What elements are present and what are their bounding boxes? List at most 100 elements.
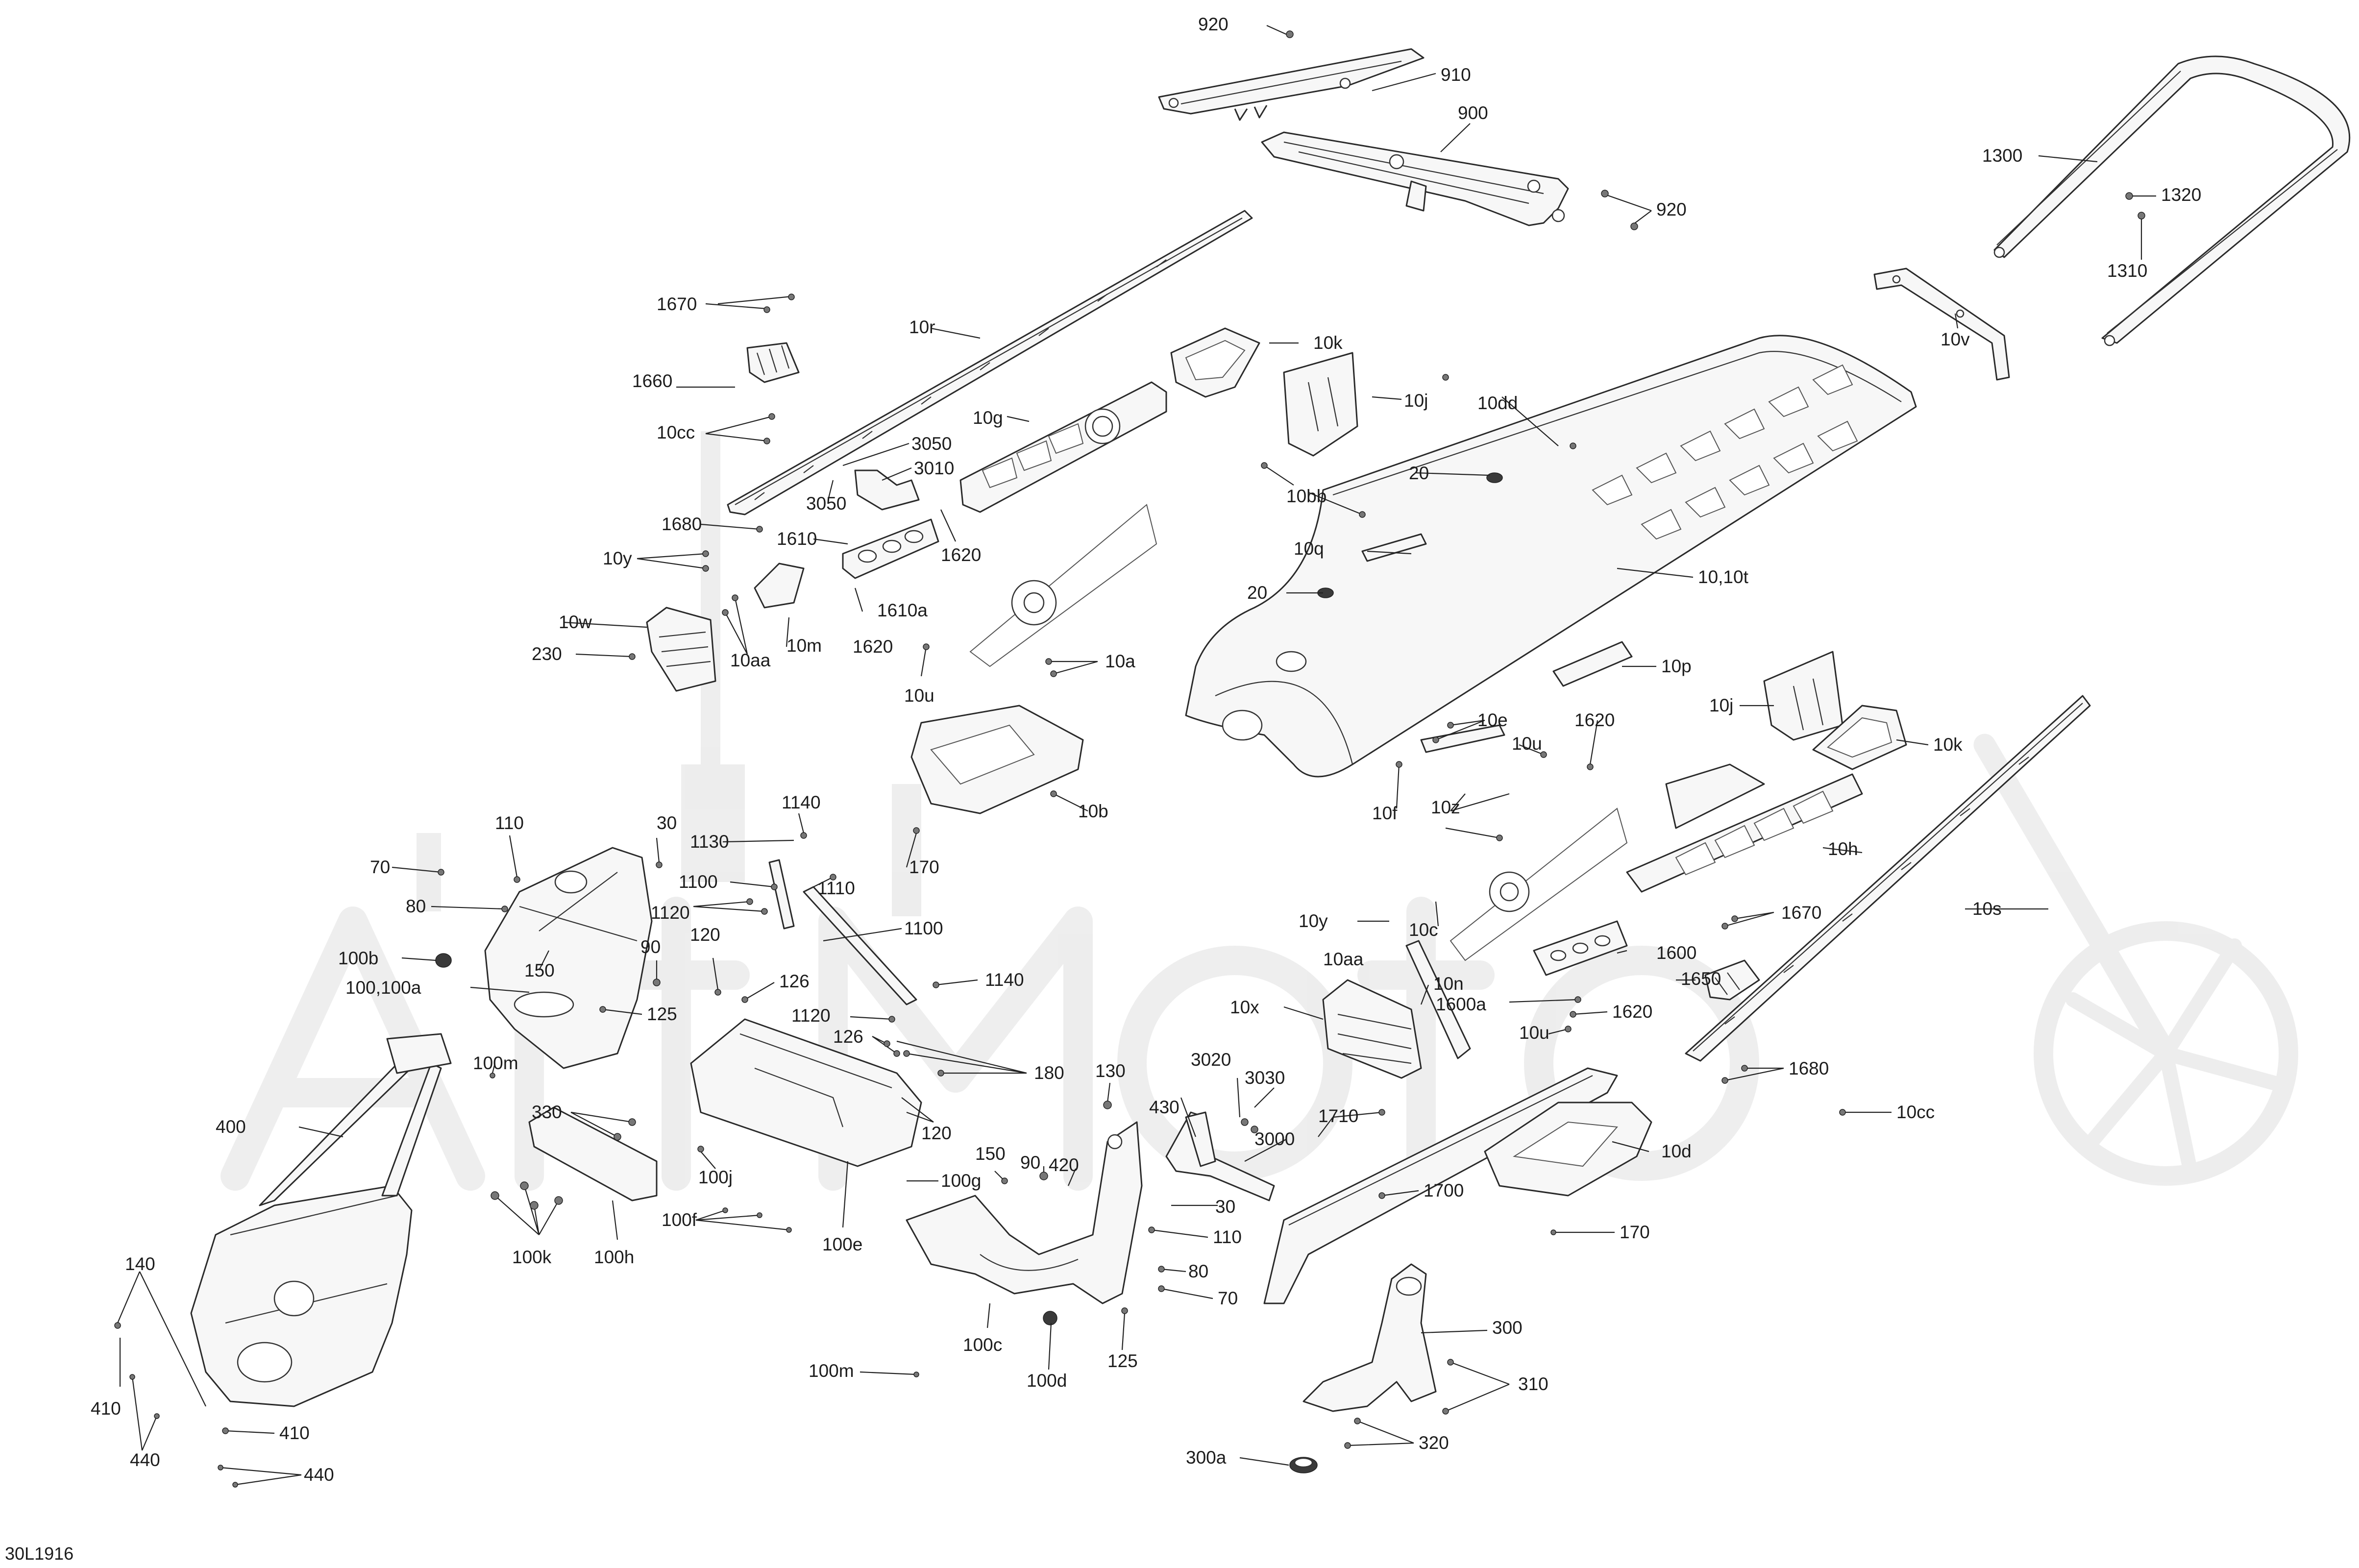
label-20: 20 xyxy=(1247,583,1267,603)
diagram-id: 30L1916 xyxy=(5,1544,74,1564)
label-1600a: 1600a xyxy=(1436,994,1486,1014)
label-1110: 1110 xyxy=(817,878,855,898)
label-100e: 100e xyxy=(822,1234,862,1254)
label-125: 125 xyxy=(647,1004,677,1024)
part-1100-rod xyxy=(768,859,917,1005)
part-300-support xyxy=(1302,1263,1437,1412)
part-1650-bracket xyxy=(1704,959,1760,1001)
label-3020: 3020 xyxy=(1191,1050,1231,1070)
label-1310: 1310 xyxy=(2107,261,2147,281)
part-1610-plate xyxy=(842,518,939,579)
label-430: 430 xyxy=(1149,1097,1180,1117)
part-10e-bracket xyxy=(1420,724,1505,753)
label-440: 440 xyxy=(304,1465,334,1485)
label-100d: 100d xyxy=(1027,1371,1067,1391)
part-10-tunnel xyxy=(1185,335,1917,778)
part-10a-plate xyxy=(969,504,1157,667)
label-70: 70 xyxy=(1218,1288,1238,1308)
label-110: 110 xyxy=(1213,1227,1242,1247)
label-1620: 1620 xyxy=(1612,1002,1652,1022)
label-10j: 10j xyxy=(1709,695,1733,715)
part-100e-panel xyxy=(690,1018,922,1167)
label-126: 126 xyxy=(779,971,810,991)
fastener-grommets xyxy=(435,472,1503,1325)
label-10v: 10v xyxy=(1941,329,1970,349)
label-1680: 1680 xyxy=(1789,1058,1829,1078)
label-300: 300 xyxy=(1492,1318,1523,1338)
label-10s: 10s xyxy=(1972,899,2002,919)
label-1670: 1670 xyxy=(1781,903,1821,923)
label-90: 90 xyxy=(640,937,661,957)
label-10p: 10p xyxy=(1661,656,1692,676)
label-100h: 100h xyxy=(594,1247,634,1267)
part-10w-grille xyxy=(646,607,716,692)
label-1120: 1120 xyxy=(651,903,690,923)
part-10v-bracket xyxy=(1873,268,2010,381)
label-230: 230 xyxy=(532,644,562,664)
part-10g-panel xyxy=(959,381,1167,513)
label-170: 170 xyxy=(909,857,939,877)
label-440: 440 xyxy=(130,1450,160,1470)
label-400: 400 xyxy=(216,1117,246,1137)
label-1610: 1610 xyxy=(777,529,817,549)
label-10aa: 10aa xyxy=(1323,949,1364,969)
label-1600: 1600 xyxy=(1656,943,1696,963)
label-1130: 1130 xyxy=(690,832,729,852)
part-10m-bracket xyxy=(754,563,805,609)
label-10dd: 10dd xyxy=(1477,393,1518,413)
label-30: 30 xyxy=(657,813,677,833)
part-10j-plate-upper xyxy=(1283,352,1358,457)
label-150: 150 xyxy=(975,1144,1006,1164)
label-3010: 3010 xyxy=(914,458,954,478)
label-10z: 10z xyxy=(1431,797,1460,817)
label-1620: 1620 xyxy=(853,637,893,657)
label-10a: 10a xyxy=(1105,651,1135,671)
label-10u: 10u xyxy=(1519,1023,1549,1043)
part-100h-panel xyxy=(528,1106,658,1201)
label-70: 70 xyxy=(370,857,390,877)
part-10p-bracket xyxy=(1552,641,1633,687)
label-1120: 1120 xyxy=(791,1005,831,1026)
part-10x-grille xyxy=(1322,979,1422,1079)
part-10r-rail xyxy=(727,210,1253,515)
label-100-100a: 100,100a xyxy=(345,978,421,998)
label-10d: 10d xyxy=(1661,1141,1692,1161)
label-100f: 100f xyxy=(662,1210,697,1230)
part-1600-plate xyxy=(1533,920,1628,976)
label-1650: 1650 xyxy=(1681,969,1721,989)
part-10q-bracket xyxy=(1361,533,1427,562)
label-10bb: 10bb xyxy=(1286,486,1327,506)
part-10n-strut xyxy=(1405,940,1471,1059)
label-100j: 100j xyxy=(698,1167,733,1187)
part-100c-frame xyxy=(906,1121,1143,1304)
callout-labels: 920 910 900 920 1300 1320 1310 10v 1670 … xyxy=(91,14,2201,1485)
label-80: 80 xyxy=(1188,1261,1208,1281)
label-90: 90 xyxy=(1020,1152,1040,1173)
label-300a: 300a xyxy=(1186,1447,1227,1468)
label-1320: 1320 xyxy=(2161,185,2201,205)
label-910: 910 xyxy=(1441,65,1471,85)
label-1710: 1710 xyxy=(1318,1106,1358,1126)
label-10u: 10u xyxy=(904,686,934,706)
part-910-bracket xyxy=(1158,48,1425,121)
label-120: 120 xyxy=(921,1123,952,1143)
label-1140: 1140 xyxy=(985,970,1024,990)
label-30: 30 xyxy=(1215,1197,1235,1217)
label-180: 180 xyxy=(1034,1063,1064,1083)
label-3030: 3030 xyxy=(1245,1068,1285,1088)
part-10h-panel xyxy=(1626,763,1863,893)
label-1620: 1620 xyxy=(1574,710,1615,730)
part-100-frame-top xyxy=(484,847,653,1069)
label-1680: 1680 xyxy=(662,514,702,534)
label-10n: 10n xyxy=(1433,974,1464,994)
leader-lines xyxy=(117,24,2156,1486)
label-1610a: 1610a xyxy=(877,600,928,620)
part-10d-tray xyxy=(1484,1102,1652,1197)
label-10k: 10k xyxy=(1313,333,1343,353)
label-110: 110 xyxy=(495,813,524,833)
label-10u: 10u xyxy=(1512,734,1542,754)
label-126: 126 xyxy=(833,1027,863,1047)
label-3050: 3050 xyxy=(806,493,846,514)
label-120: 120 xyxy=(690,925,720,945)
